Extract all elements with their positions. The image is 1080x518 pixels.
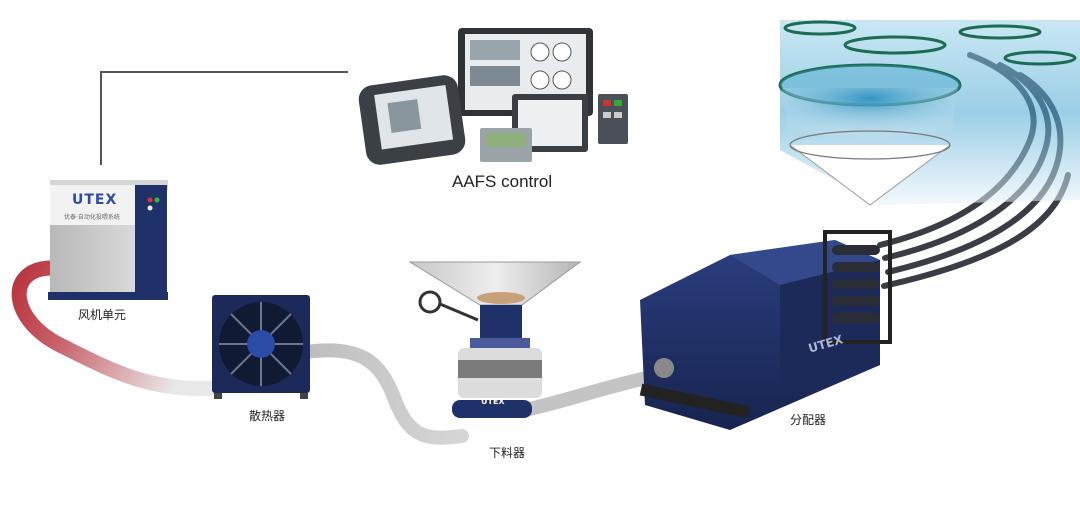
blower-brand-logo: UTEX (72, 192, 118, 208)
cooler-label: 散热器 (249, 409, 286, 423)
distributor (639, 230, 892, 430)
control-label: AAFS control (452, 172, 553, 191)
doser-label: 下料器 (489, 446, 526, 460)
pipe-cooler-to-doser (298, 343, 469, 445)
blower-label: 风机单元 (78, 308, 127, 322)
sea-cages (778, 20, 1080, 206)
doser-brand-logo: UTEX (481, 397, 505, 406)
control-devices (358, 28, 628, 165)
distributor-label: 分配器 (790, 413, 827, 427)
pipe-blower-to-cooler (11, 260, 223, 396)
cooler (212, 295, 310, 399)
doser (408, 261, 582, 418)
control-signal-line (100, 71, 348, 165)
blower-unit (48, 180, 168, 300)
pipe-doser-to-distributor (518, 369, 662, 417)
blower-brand-subtext: 优泰·自动化投喂系统 (64, 214, 120, 221)
